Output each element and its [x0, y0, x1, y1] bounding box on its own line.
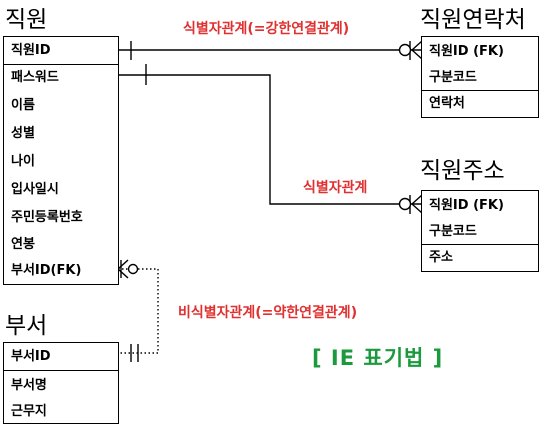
- department-attr-location: 근무지: [11, 404, 47, 419]
- employee-contact-entity-title: 직원연락처: [420, 7, 526, 33]
- employee-attr-resident-number: 주민등록번호: [11, 210, 83, 225]
- employee-address-entity: 직원ID (FK) 구분코드 주소: [421, 190, 539, 272]
- employee-attr-password: 패스워드: [11, 70, 59, 85]
- employee-attr-hire-date: 입사일시: [11, 182, 59, 197]
- employee-contact-attr-contact: 연락처: [429, 96, 465, 111]
- employee-pk-separator: [4, 64, 118, 65]
- employee-attr-department-fk: 부서ID(FK): [11, 263, 82, 278]
- department-relationship-label: 비식별자관계(=약한연결관계): [178, 305, 358, 321]
- department-pk-id: 부서ID: [11, 349, 51, 364]
- employee-address-pk-separator: [422, 244, 538, 245]
- contact-relationship-label: 식별자관계(=강한연결관계): [183, 21, 350, 37]
- department-entity-title: 부서: [5, 313, 48, 339]
- employee-attr-age: 나이: [11, 154, 35, 169]
- employee-contact-pk-id: 직원ID (FK): [429, 44, 504, 59]
- employee-address-entity-title: 직원주소: [420, 158, 505, 184]
- department-relationship-line: [117, 259, 159, 362]
- address-relationship-label: 식별자관계: [303, 180, 368, 196]
- employee-entity-title: 직원: [5, 7, 48, 33]
- employee-entity: 직원ID 패스워드 이름 성별 나이 입사일시 주민등록번호 연봉 부서ID(F…: [3, 36, 119, 285]
- employee-address-pk-code: 구분코드: [429, 224, 477, 239]
- employee-contact-entity: 직원ID (FK) 구분코드 연락처: [421, 36, 539, 118]
- ie-notation-label: [ IE 표기법 ]: [312, 346, 444, 370]
- employee-contact-pk-separator: [422, 90, 538, 91]
- employee-address-pk-id: 직원ID (FK): [429, 198, 504, 213]
- department-entity: 부서ID 부서명 근무지: [3, 342, 119, 424]
- employee-attr-name: 이름: [11, 98, 35, 113]
- contact-relationship-line: [118, 40, 423, 60]
- department-pk-separator: [4, 370, 118, 371]
- employee-address-attr-address: 주소: [429, 250, 453, 265]
- employee-contact-pk-code: 구분코드: [429, 70, 477, 85]
- department-attr-name: 부서명: [11, 378, 47, 393]
- employee-pk-id: 직원ID: [11, 43, 51, 58]
- employee-attr-salary: 연봉: [11, 237, 35, 252]
- employee-attr-gender: 성별: [11, 126, 35, 141]
- address-relationship-line: [118, 64, 423, 214]
